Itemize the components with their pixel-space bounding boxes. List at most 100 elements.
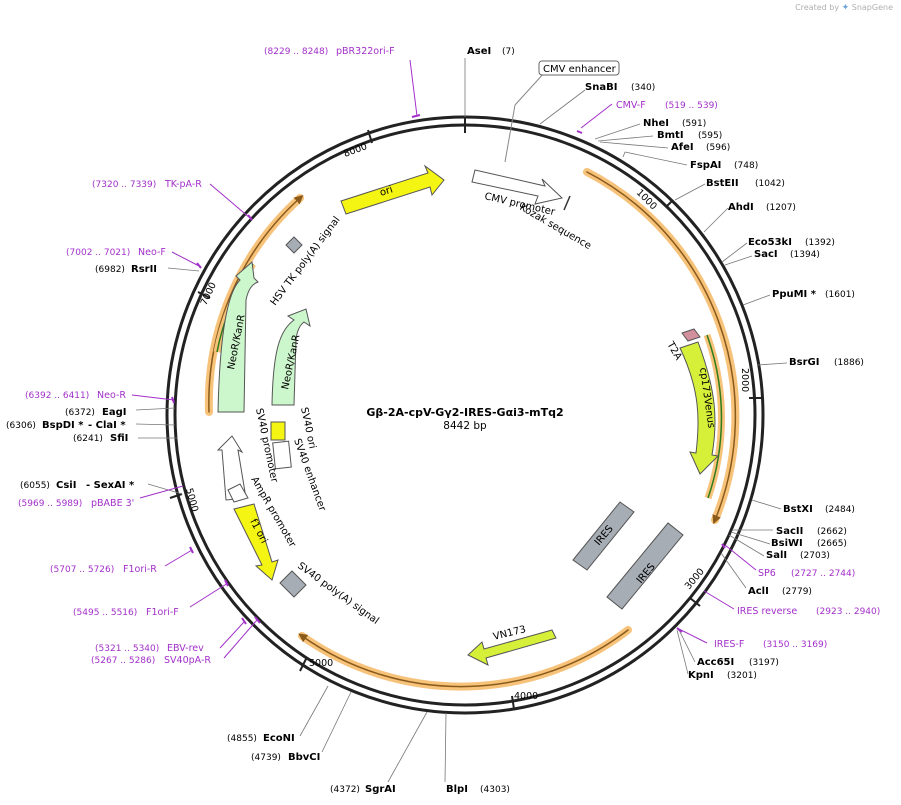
neor-inner-arrow: [271, 308, 311, 406]
tick-label: 7000: [199, 281, 219, 308]
tick-label: 5000: [183, 487, 200, 513]
site-pos: (2662): [817, 527, 847, 537]
site-pos: (595): [698, 131, 722, 141]
orf-arc-bottom: [298, 626, 632, 691]
neor-outer-arrow: [217, 261, 259, 413]
plasmid-name: Gβ-2A-cpV-Gγ2-IRES-Gαi3-mTq2: [366, 406, 563, 419]
site-name: FspAI: [690, 160, 721, 171]
site-name: SacII: [776, 526, 803, 537]
site-pos: (1601): [825, 290, 855, 300]
site-pos: (4739): [251, 753, 281, 763]
primer-range: (5267 .. 5286): [91, 656, 155, 666]
site-name: BmtI: [657, 130, 684, 141]
primer-range: (5707 .. 5726): [50, 565, 114, 575]
site-pos: (1207): [766, 203, 796, 213]
primer-name: EBV-rev: [167, 643, 204, 654]
primer-range: (8229 .. 8248): [264, 47, 328, 57]
primer-labels: (8229 .. 8248) pBR322ori-F CMV-F (519 ..…: [18, 46, 880, 666]
site-name: SacI: [754, 249, 778, 260]
site-pos: (2484): [825, 505, 855, 515]
site-pos: (4855): [227, 734, 257, 744]
site-name: AhdI: [728, 202, 754, 213]
site-pos: (6306): [6, 421, 36, 431]
primer-range: (6392 .. 6411): [25, 391, 89, 401]
site-pos: (4372): [330, 785, 360, 795]
ires-box-2: [606, 522, 684, 610]
site-name: BstXI: [783, 504, 813, 515]
f1-ori-arrow: [233, 503, 279, 581]
primer-leaders: [131, 59, 757, 659]
tick-label: 4000: [514, 691, 538, 702]
kozak-marker: [563, 195, 571, 211]
orf-highlights: [204, 168, 740, 691]
primer-name: F1ori-R: [123, 564, 157, 575]
site-pos: (6982): [95, 265, 125, 275]
site-pos: (3201): [727, 671, 757, 681]
site-name: SgrAI: [365, 784, 396, 795]
site-pos: (2779): [782, 587, 812, 597]
site-pos: (2703): [800, 551, 830, 561]
site-name: SalI: [766, 550, 787, 561]
site-name: BstEII: [706, 178, 739, 189]
sv40-polya-label: SV40 poly(A) signal: [295, 561, 380, 627]
primer-name: CMV-F: [616, 100, 646, 111]
site-name: - SexAI *: [86, 480, 135, 491]
cmv-promoter-arrow: [471, 169, 564, 205]
features: [216, 164, 720, 666]
site-pos: (1886): [834, 358, 864, 368]
tick-label: 5000: [309, 658, 333, 669]
site-name: AclI: [748, 586, 769, 597]
primer-range: (2923 .. 2940): [816, 607, 880, 617]
site-pos: (6372): [65, 408, 95, 418]
enzyme-labels-right: AseI (7) SnaBI (340) NheI (591) BmtI (59…: [467, 46, 864, 681]
site-pos: (7): [502, 47, 515, 57]
primer-range: (2727 .. 2744): [791, 569, 855, 579]
leader-lines: [135, 58, 788, 783]
site-name: EcoNI: [263, 733, 295, 744]
t2a-label: T2A: [664, 339, 684, 362]
primer-range: (5969 .. 5989): [18, 499, 82, 509]
site-pos: (1042): [755, 179, 785, 189]
site-pos: (3197): [749, 658, 779, 668]
primer-name: TK-pA-R: [164, 179, 202, 190]
ori-label: ori: [379, 184, 395, 198]
tick-marks: [169, 117, 762, 710]
ampr-promoter-arrow: [227, 483, 249, 503]
site-name: CsiI: [56, 480, 76, 491]
site-pos: (2665): [817, 539, 847, 549]
site-name: AfeI: [671, 142, 694, 153]
site-name: BbvCI: [288, 752, 320, 763]
site-pos: (596): [706, 143, 730, 153]
plasmid-size: 8442 bp: [443, 420, 487, 432]
primer-range: (5495 .. 5516): [73, 608, 137, 618]
primer-name: pBABE 3': [91, 498, 134, 509]
enzyme-labels-left: (6055) CsiI - SexAI * (6241) SfiI (6306)…: [6, 264, 157, 491]
site-pos: (1392): [805, 238, 835, 248]
tick-label: 2000: [739, 368, 750, 392]
primer-name: IRES-F: [714, 639, 744, 650]
primer-range: (519 .. 539): [665, 101, 718, 111]
cp173venus-arrow: [679, 341, 720, 475]
site-name: AseI: [467, 46, 491, 57]
primer-name: Neo-F: [138, 247, 166, 258]
ori-arrow: [340, 164, 445, 215]
primer-range: (7002 .. 7021): [66, 248, 130, 258]
hsv-tk-label: HSV TK poly(A) signal: [269, 215, 343, 308]
primer-name: pBR322ori-F: [336, 46, 395, 57]
ires-box-1: [572, 501, 635, 571]
site-pos: (591): [682, 119, 706, 129]
snapgene-logo-icon: ✦: [841, 3, 850, 13]
hsv-tk-box: [285, 236, 303, 254]
primer-name: Neo-R: [97, 390, 126, 401]
sv40-polya-box: [279, 570, 307, 598]
site-name: SnaBI: [585, 82, 617, 93]
site-name: KpnI: [688, 670, 714, 681]
cmv-enhancer-label-box: [538, 60, 620, 76]
enzyme-labels-bottom: BlpI (4303) (4372) SgrAI (4739) BbvCI (4…: [227, 733, 510, 795]
primer-name: SV40pA-R: [164, 655, 211, 666]
site-name: RsrII: [131, 264, 157, 275]
snapgene-watermark: Created by ✦ SnapGene: [795, 3, 893, 13]
vn173-arrow: [467, 629, 557, 666]
